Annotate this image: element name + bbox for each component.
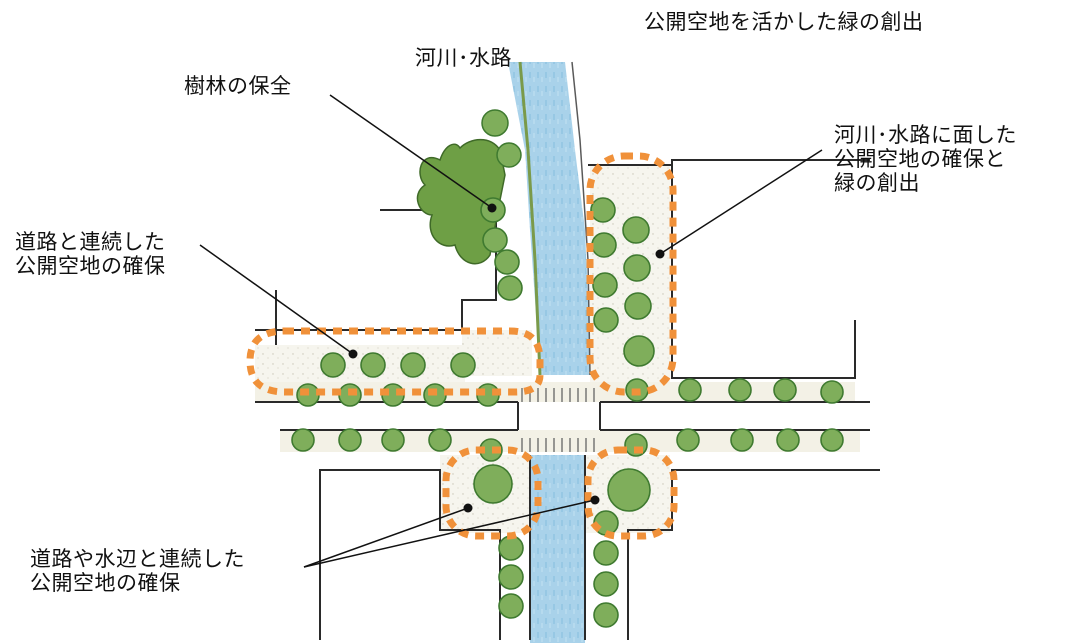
highlight-zones <box>246 152 678 540</box>
road-open-space-label: 道路と連続した 公開空地の確保 <box>15 230 166 278</box>
river-label: 河川･水路 <box>415 46 512 70</box>
river-open-space-label-line: 緑の創出 <box>834 171 920 195</box>
highlight-corner-west <box>442 446 542 540</box>
river-open-space-label-line: 公開空地の確保と <box>834 147 1006 171</box>
highlight-corner-east <box>584 446 678 540</box>
highlight-road-open-space <box>246 327 544 396</box>
river <box>508 61 591 643</box>
road-open-space-label-line: 公開空地の確保 <box>15 254 166 278</box>
forest-label: 樹林の保全 <box>184 74 292 98</box>
diagram-title: 公開空地を活かした緑の創出 <box>644 10 924 34</box>
highlight-river-open-space <box>586 152 677 396</box>
road-water-open-space-label-line: 公開空地の確保 <box>30 571 181 595</box>
road-water-open-space-label-line: 道路や水辺と連続した <box>30 547 245 571</box>
road-open-space-label-line: 道路と連続した <box>15 230 166 254</box>
river-open-space-label: 河川･水路に面した 公開空地の確保と 緑の創出 <box>834 123 1017 195</box>
street-trees <box>291 197 844 628</box>
road-water-open-space-label: 道路や水辺と連続した 公開空地の確保 <box>30 547 245 595</box>
leader-lines <box>199 94 823 568</box>
leader-dots <box>348 203 665 513</box>
river-open-space-label-line: 河川･水路に面した <box>834 123 1017 147</box>
